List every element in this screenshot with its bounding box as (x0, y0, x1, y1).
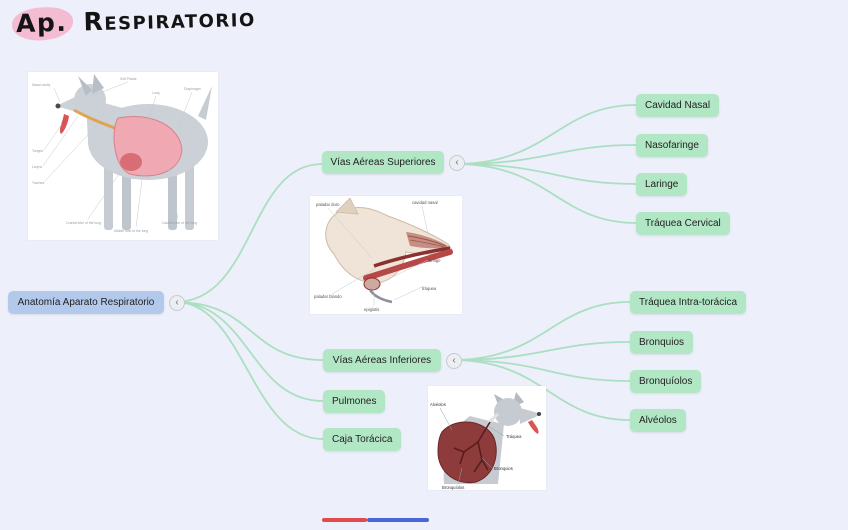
image-label: epiglotis (364, 307, 379, 312)
collapse-button[interactable]: ‹ (169, 294, 185, 311)
node-laringe[interactable]: Laringe (636, 173, 688, 196)
node-label: Bronquíolos (639, 376, 693, 387)
image-label: Trachea (32, 181, 44, 185)
node-bronquiolos[interactable]: Bronquíolos (630, 370, 702, 393)
image-label: paladar duro (316, 202, 340, 207)
connector-line (454, 144, 637, 165)
node-pulmones[interactable]: Pulmones (323, 390, 386, 413)
connector-line (174, 301, 324, 402)
image-label: Cranial lobe of the lung (66, 221, 101, 225)
node-label: Nasofaringe (645, 140, 699, 151)
leaf-row: Tráquea Cervical (636, 212, 730, 235)
node-alveolos[interactable]: Alvéolos (630, 409, 686, 432)
node-anatomia-aparato-respiratorio[interactable]: Anatomía Aparato Respiratorio (8, 291, 164, 314)
dog-side-anatomy-illustration: Nasal cavity Soft Palate Lung Diaphragm … (28, 72, 218, 240)
leaf-row: Pulmones (323, 390, 386, 413)
node-nasofaringe[interactable]: Nasofaringe (636, 134, 708, 157)
image-label: laringe (428, 258, 441, 263)
image-label: Bronquios (494, 466, 513, 471)
node-vias-aereas-inferiores[interactable]: Vías Aéreas Inferiores (323, 349, 441, 372)
dog-lungs-image[interactable]: Alvéolos Tráquea Bronquios Bronquíolos (428, 386, 546, 490)
image-label: Bronquíolos (442, 485, 464, 490)
leaf-row: Alvéolos (630, 409, 686, 432)
image-label: Alvéolos (430, 402, 446, 407)
node-traquea-intra-toracica[interactable]: Tráquea Intra-torácica (630, 291, 747, 314)
image-label: Nasal cavity (32, 83, 51, 87)
connector-line (451, 341, 631, 361)
node-label: Tráquea Cervical (645, 218, 721, 229)
dog-head-sagittal-image[interactable]: paladar duro cavidad nasal laringe tráqu… (310, 196, 462, 314)
leaf-row: Tráquea Intra-torácica (630, 291, 747, 314)
node-label: Anatomía Aparato Respiratorio (17, 297, 155, 308)
leaf-row: Cavidad Nasal (636, 94, 720, 117)
node-label: Vías Aéreas Inferiores (332, 355, 432, 366)
leaf-row: Bronquíolos (630, 370, 702, 393)
connector-line (451, 301, 631, 361)
dog-side-anatomy-image[interactable]: Nasal cavity Soft Palate Lung Diaphragm … (28, 72, 218, 240)
board-title[interactable]: Ap. Respiratorio (11, 2, 257, 42)
leaf-row: Caja Torácica (323, 428, 402, 451)
image-label: Middle lobe of the lung (114, 229, 148, 233)
board-title-text: Respiratorio (83, 2, 257, 37)
stroke-blue (367, 518, 429, 522)
connector-line (454, 163, 637, 185)
image-label: tráquea (422, 286, 437, 291)
node-traquea-cervical[interactable]: Tráquea Cervical (636, 212, 730, 235)
stroke-red (322, 518, 367, 522)
leaf-row: Laringe (636, 173, 688, 196)
node-vias-aereas-superiores[interactable]: Vías Aéreas Superiores (322, 151, 444, 174)
node-label: Bronquios (639, 337, 685, 348)
branch-superiores-row: Vías Aéreas Superiores ‹ (322, 151, 465, 174)
leaf-row: Bronquios (630, 331, 694, 354)
image-label: Soft Palate (120, 77, 137, 81)
node-label: Tráquea Intra-torácica (639, 297, 738, 308)
node-label: Cavidad Nasal (645, 100, 711, 111)
image-label: cavidad nasal (412, 200, 438, 205)
node-bronquios[interactable]: Bronquios (630, 331, 694, 354)
root-node-row: Anatomía Aparato Respiratorio ‹ (8, 291, 185, 314)
chevron-left-icon: ‹ (455, 156, 459, 168)
connector-line (174, 301, 324, 440)
collapse-button[interactable]: ‹ (446, 352, 462, 369)
image-label: paladar blando (314, 294, 342, 299)
node-label: Pulmones (332, 396, 377, 407)
image-label: Tráquea (506, 434, 522, 439)
leaf-row: Nasofaringe (636, 134, 708, 157)
dog-head-illustration: paladar duro cavidad nasal laringe tráqu… (310, 196, 462, 314)
node-label: Vías Aéreas Superiores (330, 157, 436, 168)
node-label: Alvéolos (639, 415, 677, 426)
connector-line (451, 359, 631, 382)
image-label: Diaphragm (184, 87, 201, 91)
connector-line (454, 104, 637, 165)
node-cavidad-nasal[interactable]: Cavidad Nasal (636, 94, 720, 117)
board-title-highlighted: Ap. (11, 6, 74, 42)
image-label: Tongue (32, 149, 43, 153)
dog-lungs-illustration: Alvéolos Tráquea Bronquios Bronquíolos (428, 386, 546, 490)
node-caja-toracica[interactable]: Caja Torácica (323, 428, 402, 451)
chevron-left-icon: ‹ (452, 354, 456, 366)
node-label: Caja Torácica (332, 434, 393, 445)
image-label: Lung (152, 91, 160, 95)
node-label: Laringe (645, 179, 679, 190)
connector-line (454, 163, 637, 224)
connector-line (174, 301, 324, 361)
branch-inferiores-row: Vías Aéreas Inferiores ‹ (323, 349, 462, 372)
collapse-button[interactable]: ‹ (449, 154, 465, 171)
image-label: Caudal lobe of the lung (162, 221, 197, 225)
chevron-left-icon: ‹ (175, 296, 179, 308)
image-label: Larynx (32, 165, 42, 169)
